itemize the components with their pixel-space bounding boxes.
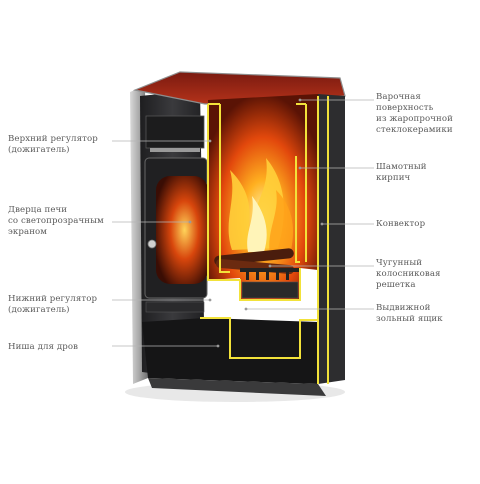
- label-wood-niche: Ниша для дров: [8, 342, 79, 352]
- lower-regulator-slot: [145, 301, 205, 313]
- label-ash-drawer: Выдвижной зольный ящик: [376, 303, 443, 324]
- flame-1: [228, 158, 284, 250]
- label-convector: Конвектор: [376, 219, 426, 229]
- label-grate: Чугунный колосниковая решетка: [376, 258, 441, 290]
- label-firebrick: Шамотный кирпич: [376, 162, 427, 183]
- label-upper-regulator: Верхний регулятор (дожигатель): [8, 134, 98, 155]
- cooktop-rim: [132, 71, 346, 105]
- upper-regulator-slot: [145, 115, 205, 149]
- label-lower-regulator: Нижний регулятор (дожигатель): [8, 294, 98, 315]
- ash-drawer: [241, 281, 299, 299]
- label-cooktop: Варочная поверхность из жаропрочной стек…: [376, 92, 453, 135]
- niche-floor: [148, 378, 326, 396]
- door-glass: [156, 176, 208, 284]
- flame-core: [247, 196, 267, 252]
- section-outline: [200, 96, 329, 384]
- grate: [240, 268, 300, 280]
- upper-regulator-handle: [150, 148, 200, 152]
- door-knob: [147, 239, 157, 249]
- flame-2: [269, 190, 294, 255]
- leader-lines: [112, 99, 374, 347]
- stove-right-side: [318, 94, 345, 384]
- label-door: Дверца печи со светопрозрачным экраном: [8, 205, 104, 237]
- leader-dots: [188, 98, 324, 348]
